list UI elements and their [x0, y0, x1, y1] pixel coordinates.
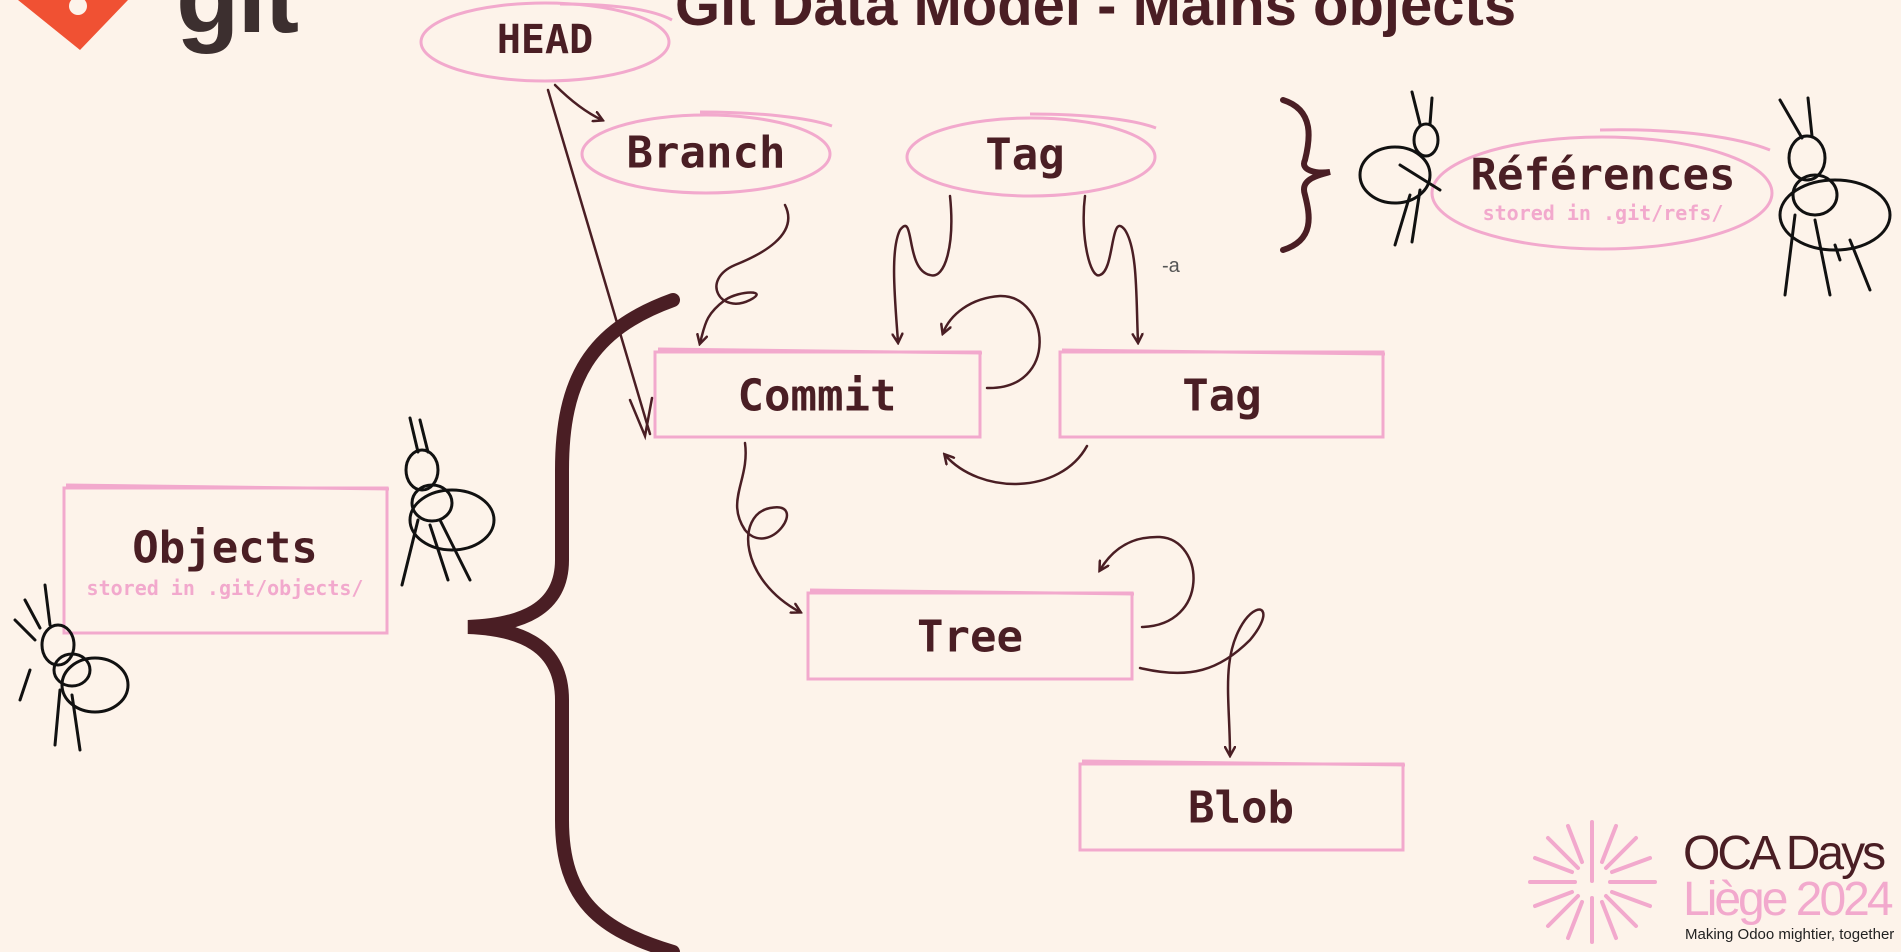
tag-object-label: Tag	[1182, 370, 1262, 422]
edge-tag-commit	[894, 194, 953, 342]
slide-title: Git Data Model - Mains objects	[675, 0, 1517, 38]
edge-commit-self	[943, 294, 1041, 390]
references-label: Références	[1470, 149, 1736, 201]
edge-tree-self	[1100, 535, 1195, 629]
edge-head-commit	[546, 88, 652, 436]
git-logo-text: git	[176, 0, 299, 57]
tree-label: Tree	[917, 611, 1023, 663]
commit-label: Commit	[737, 370, 897, 422]
blob-label: Blob	[1188, 782, 1294, 834]
objects-box	[62, 483, 390, 635]
branch-label: Branch	[626, 127, 786, 179]
edge-commit-tree	[735, 441, 800, 612]
ant-doodle-references-left	[1358, 90, 1442, 247]
edge-head-branch	[553, 83, 602, 120]
head-label: HEAD	[496, 17, 594, 63]
tree-box	[806, 588, 1135, 681]
ant-doodle-objects-top	[400, 416, 496, 587]
event-logo-tagline: Making Odoo mightier, together	[1685, 926, 1895, 943]
tag-object-box	[1058, 348, 1386, 439]
edge-tag-tagobject	[1082, 194, 1138, 342]
objects-label: Objects	[132, 522, 318, 574]
ant-doodle-objects-bottom	[13, 583, 130, 752]
tag-ref-ellipse	[905, 112, 1157, 198]
references-sublabel: stored in .git/refs/	[1482, 201, 1724, 225]
git-logo-icon	[18, 0, 128, 50]
edge-head-commit-tip	[628, 396, 654, 441]
tag-ref-label: Tag	[985, 129, 1065, 181]
edge-branch-commit	[700, 203, 790, 343]
blob-box	[1078, 759, 1406, 852]
event-logo-line2: Liège 2024	[1683, 873, 1894, 926]
head-ellipse	[419, 1, 673, 83]
event-logo-line1: OCA Days	[1683, 827, 1886, 880]
references-ellipse	[1430, 128, 1774, 251]
references-brace	[1280, 97, 1331, 253]
tag-annotated-flag: -a	[1162, 255, 1180, 277]
edge-tree-blob	[1138, 608, 1265, 755]
objects-sublabel: stored in .git/objects/	[86, 576, 364, 600]
oca-sunburst-icon	[1528, 820, 1657, 944]
objects-brace	[467, 293, 680, 952]
commit-box	[653, 347, 983, 439]
edge-tagobject-commit	[945, 444, 1089, 486]
ant-doodle-references-right	[1778, 96, 1892, 297]
branch-ellipse	[580, 110, 833, 195]
